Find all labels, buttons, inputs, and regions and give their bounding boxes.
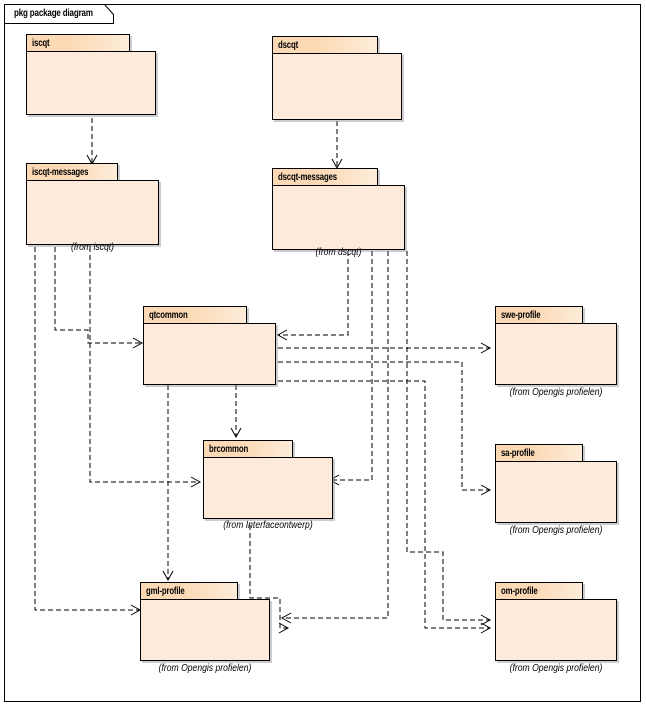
package-sa-profile-body <box>495 461 617 523</box>
package-om-profile-tab: om-profile <box>495 582 583 600</box>
package-dscqt-messages-from: (from dscqt) <box>315 247 362 258</box>
package-dscqt-messages-tab: dscqt-messages <box>272 168 378 186</box>
frame-tab-shape-icon <box>4 4 114 24</box>
package-iscqt-messages-body <box>26 180 159 245</box>
package-om-profile-from: (from Opengis profielen) <box>509 663 603 674</box>
package-gml-profile-label: gml-profile <box>146 586 185 597</box>
package-dscqt-messages-label: dscqt-messages <box>278 172 337 183</box>
package-qtcommon-label: qtcommon <box>149 310 188 321</box>
package-dscqt-messages-body <box>272 185 405 250</box>
package-iscqt-messages-label: iscqt-messages <box>32 167 89 178</box>
package-qtcommon-body <box>143 323 276 385</box>
package-iscqt-body <box>26 51 156 115</box>
package-sa-profile-from: (from Opengis profielen) <box>509 525 603 536</box>
package-sa-profile-label: sa-profile <box>501 448 535 459</box>
package-dscqt-tab: dscqt <box>272 36 378 54</box>
package-brcommon-tab: brcommon <box>203 440 293 458</box>
package-swe-profile-body <box>495 323 617 385</box>
package-iscqt-messages-from: (from iscqt) <box>71 242 114 253</box>
package-brcommon-label: brcommon <box>209 444 249 455</box>
package-swe-profile-tab: swe-profile <box>495 306 583 324</box>
package-iscqt-label: iscqt <box>32 38 50 49</box>
package-qtcommon-tab: qtcommon <box>143 306 247 324</box>
package-om-profile-label: om-profile <box>501 586 538 597</box>
package-dscqt-body <box>272 53 402 120</box>
package-iscqt-messages-tab: iscqt-messages <box>26 163 118 181</box>
package-swe-profile-from: (from Opengis profielen) <box>509 387 603 398</box>
package-brcommon-body <box>203 457 333 519</box>
package-gml-profile-tab: gml-profile <box>140 582 238 600</box>
package-brcommon-from: (from Interfaceontwerp) <box>223 520 313 531</box>
package-swe-profile-label: swe-profile <box>501 310 541 321</box>
diagram-frame-label: pkg package diagram <box>14 8 93 19</box>
package-dscqt-label: dscqt <box>278 40 299 51</box>
package-gml-profile-from: (from Opengis profielen) <box>158 663 252 674</box>
package-iscqt-tab: iscqt <box>26 34 130 52</box>
package-om-profile-body <box>495 599 617 661</box>
package-sa-profile-tab: sa-profile <box>495 444 583 462</box>
package-gml-profile-body <box>140 599 270 661</box>
